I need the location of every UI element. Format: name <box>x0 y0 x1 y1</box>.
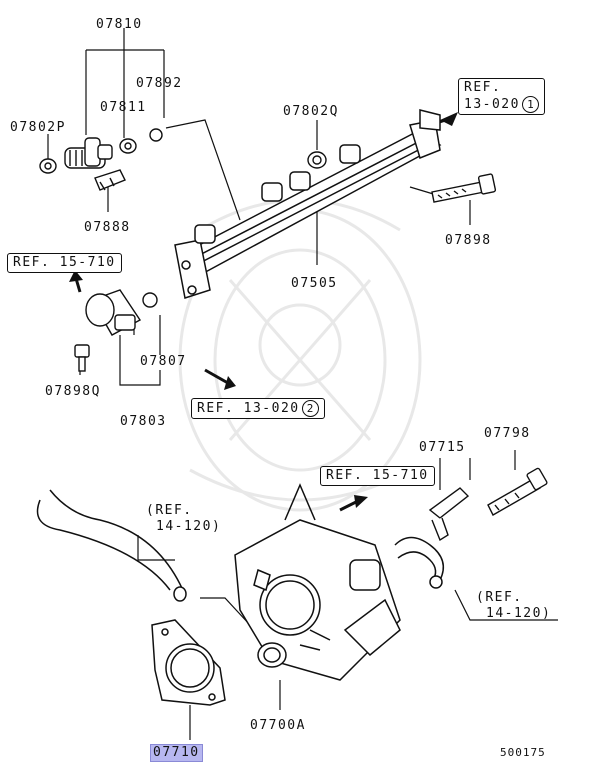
ref-13-020-1-line1: REF. <box>464 80 502 95</box>
ref-15-710-a[interactable]: REF. 15-710 <box>7 253 122 273</box>
ref-15-710-b[interactable]: REF. 15-710 <box>320 466 435 486</box>
ref-13-020-2-number: 2 <box>301 400 319 417</box>
part-07892: 07892 <box>136 76 183 91</box>
ref-14-120-a-line2: 14-120) <box>156 519 222 534</box>
ref-14-120-b[interactable]: (REF. 14-120) <box>476 590 551 622</box>
hoses <box>36 489 445 602</box>
part-07802p: 07802P <box>10 120 66 135</box>
throttle-body <box>234 483 401 681</box>
part-07715: 07715 <box>419 440 466 455</box>
part-07803: 07803 <box>120 414 167 429</box>
ref-14-120-a[interactable]: (REF. 14-120) <box>146 503 221 535</box>
part-07700a: 07700A <box>250 718 306 733</box>
ref-13-020-1-code: 13-020 <box>464 97 520 112</box>
ref-14-120-b-line2: 14-120) <box>486 606 552 621</box>
gasket <box>151 619 226 706</box>
fuel-injector <box>64 137 113 169</box>
ref-14-120-a-line1: (REF. <box>146 503 193 518</box>
part-07811: 07811 <box>100 100 147 115</box>
part-07710-highlighted[interactable]: 07710 <box>150 744 203 762</box>
diagram-code: 500175 <box>500 746 546 759</box>
fuel-rail <box>174 109 442 299</box>
part-07898: 07898 <box>445 233 492 248</box>
part-07898q: 07898Q <box>45 384 101 399</box>
o-rings <box>39 128 327 308</box>
injector-clip <box>94 169 126 191</box>
pressure-regulator <box>85 289 142 336</box>
part-07810: 07810 <box>96 17 143 32</box>
part-07505: 07505 <box>291 276 338 291</box>
ref-13-020-1-number: 1 <box>521 96 539 113</box>
part-07802q: 07802Q <box>283 104 339 119</box>
part-07888: 07888 <box>84 220 131 235</box>
ref-arrows <box>69 112 458 512</box>
leader-lines <box>47 28 558 740</box>
ref-13-020-2-code: REF. 13-020 <box>197 401 300 416</box>
part-07798: 07798 <box>484 426 531 441</box>
bracket <box>428 487 470 542</box>
part-07807: 07807 <box>140 354 187 369</box>
ref-14-120-b-line1: (REF. <box>476 590 523 605</box>
bolts <box>74 173 548 516</box>
